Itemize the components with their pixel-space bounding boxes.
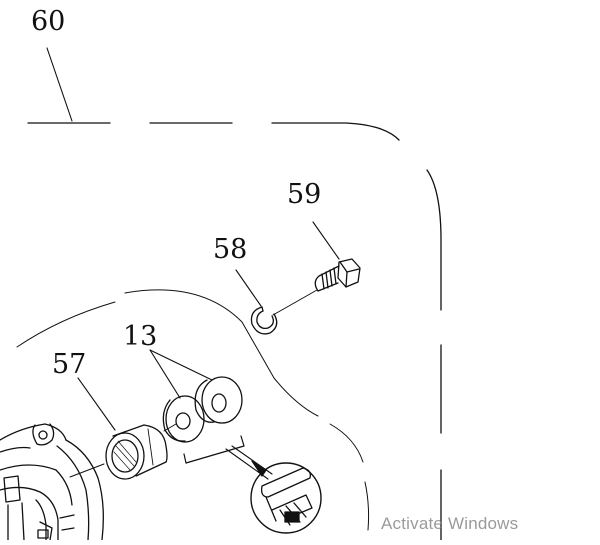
inner-contours — [16, 289, 370, 531]
bolt-part-59 — [272, 258, 361, 316]
callout-13: 13 — [123, 321, 157, 352]
leader-60 — [46, 47, 73, 122]
washer-part-58 — [250, 306, 278, 335]
callout-58: 58 — [213, 234, 247, 265]
leader-57 — [77, 377, 116, 431]
leader-58 — [235, 269, 262, 307]
rings-part-13 — [162, 376, 245, 464]
callout-59: 59 — [287, 179, 321, 210]
leader-13a — [149, 349, 181, 399]
leader-13b — [149, 349, 213, 381]
leader-lines — [46, 47, 340, 431]
detail-circle — [225, 445, 322, 534]
callout-57: 57 — [52, 349, 86, 380]
callout-60: 60 — [31, 6, 65, 37]
activate-windows-watermark: Activate Windows — [381, 514, 519, 533]
housing-outline — [27, 122, 442, 541]
bushing-part-57 — [69, 424, 168, 480]
housing-casting — [0, 423, 104, 541]
callout-labels: 60 59 58 13 57 — [31, 6, 321, 380]
leader-59 — [312, 221, 340, 260]
